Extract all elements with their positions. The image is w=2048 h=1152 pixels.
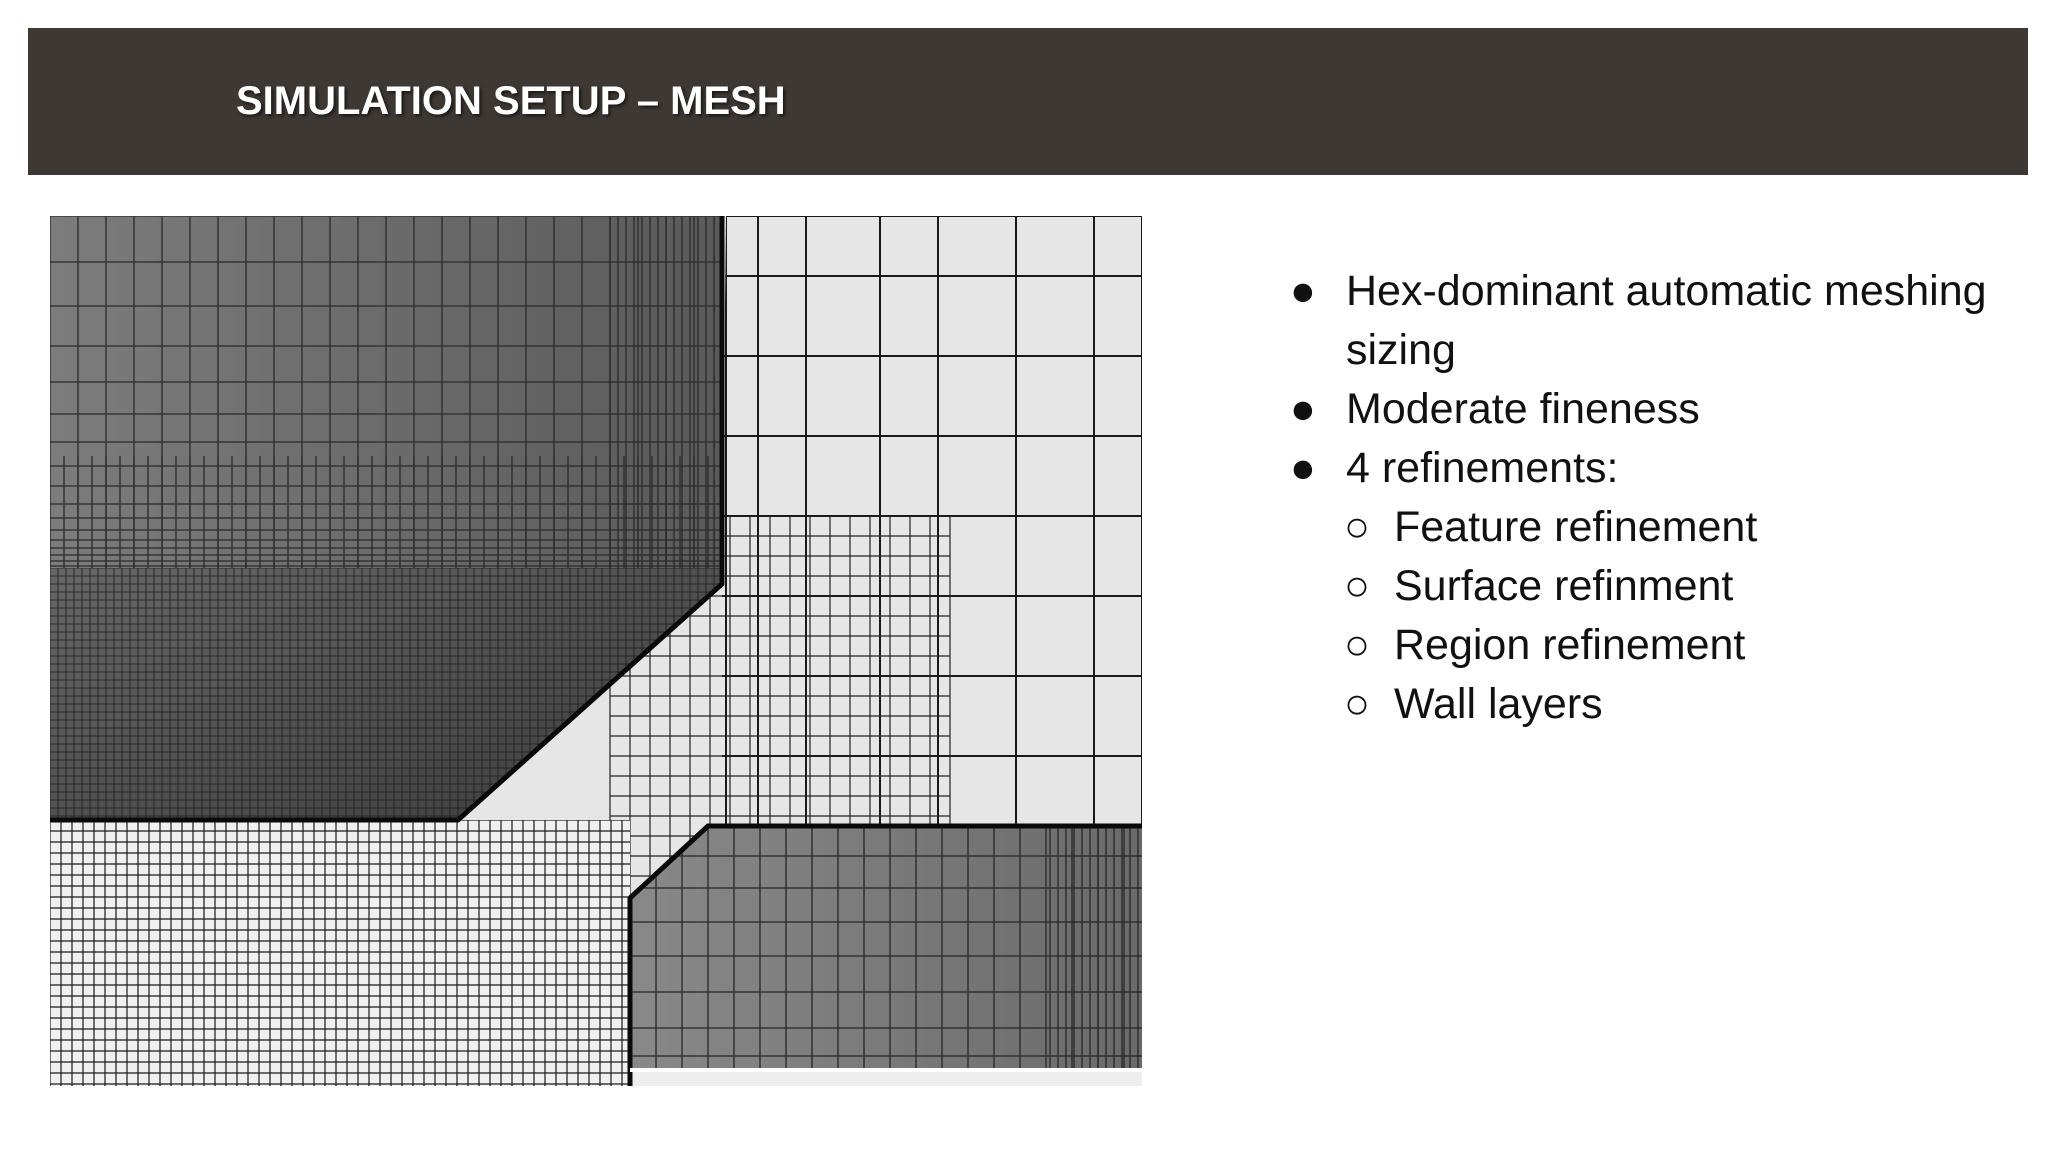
solid-region-bottom <box>630 826 1142 1070</box>
bullet-text: Hex-dominant automatic meshing sizing <box>1346 267 1987 374</box>
mesh-image <box>50 216 1142 1086</box>
bullet-item: ○ Region refinement <box>1290 616 2010 675</box>
bullet-marker-filled-icon: ● <box>1290 385 1316 433</box>
bullet-list-items: ● Hex-dominant automatic meshing sizing ● M… <box>1290 262 2010 734</box>
bullet-item: ● Moderate fineness <box>1290 380 2010 439</box>
bullet-item: ● Hex-dominant automatic meshing sizing <box>1290 262 2010 380</box>
bullet-marker-hollow-icon: ○ <box>1344 503 1370 551</box>
fine-mesh-region <box>50 820 630 1086</box>
bullet-marker-hollow-icon: ○ <box>1344 680 1370 728</box>
bullet-item: ○ Surface refinment <box>1290 557 2010 616</box>
bullet-item: ○ Wall layers <box>1290 675 2010 734</box>
bullet-marker-hollow-icon: ○ <box>1344 562 1370 610</box>
bullet-text: Region refinement <box>1394 621 1746 669</box>
bullet-text: 4 refinements: <box>1346 444 1619 492</box>
bullet-text: Moderate fineness <box>1346 385 1700 433</box>
bullet-text: Wall layers <box>1394 680 1603 728</box>
bullet-list: ● Hex-dominant automatic meshing sizing ● M… <box>1290 262 2010 734</box>
bullet-marker-hollow-icon: ○ <box>1344 621 1370 669</box>
bullet-item: ● 4 refinements: <box>1290 439 2010 498</box>
bullet-text: Surface refinment <box>1394 562 1734 610</box>
slide-title: SIMULATION SETUP – MESH <box>236 79 786 123</box>
bullet-item: ○ Feature refinement <box>1290 498 2010 557</box>
bullet-marker-filled-icon: ● <box>1290 267 1316 315</box>
bullet-marker-filled-icon: ● <box>1290 444 1316 492</box>
bullet-text: Feature refinement <box>1394 503 1758 551</box>
mesh-illustration <box>50 216 1142 1086</box>
title-bar: SIMULATION SETUP – MESH <box>28 28 2028 175</box>
